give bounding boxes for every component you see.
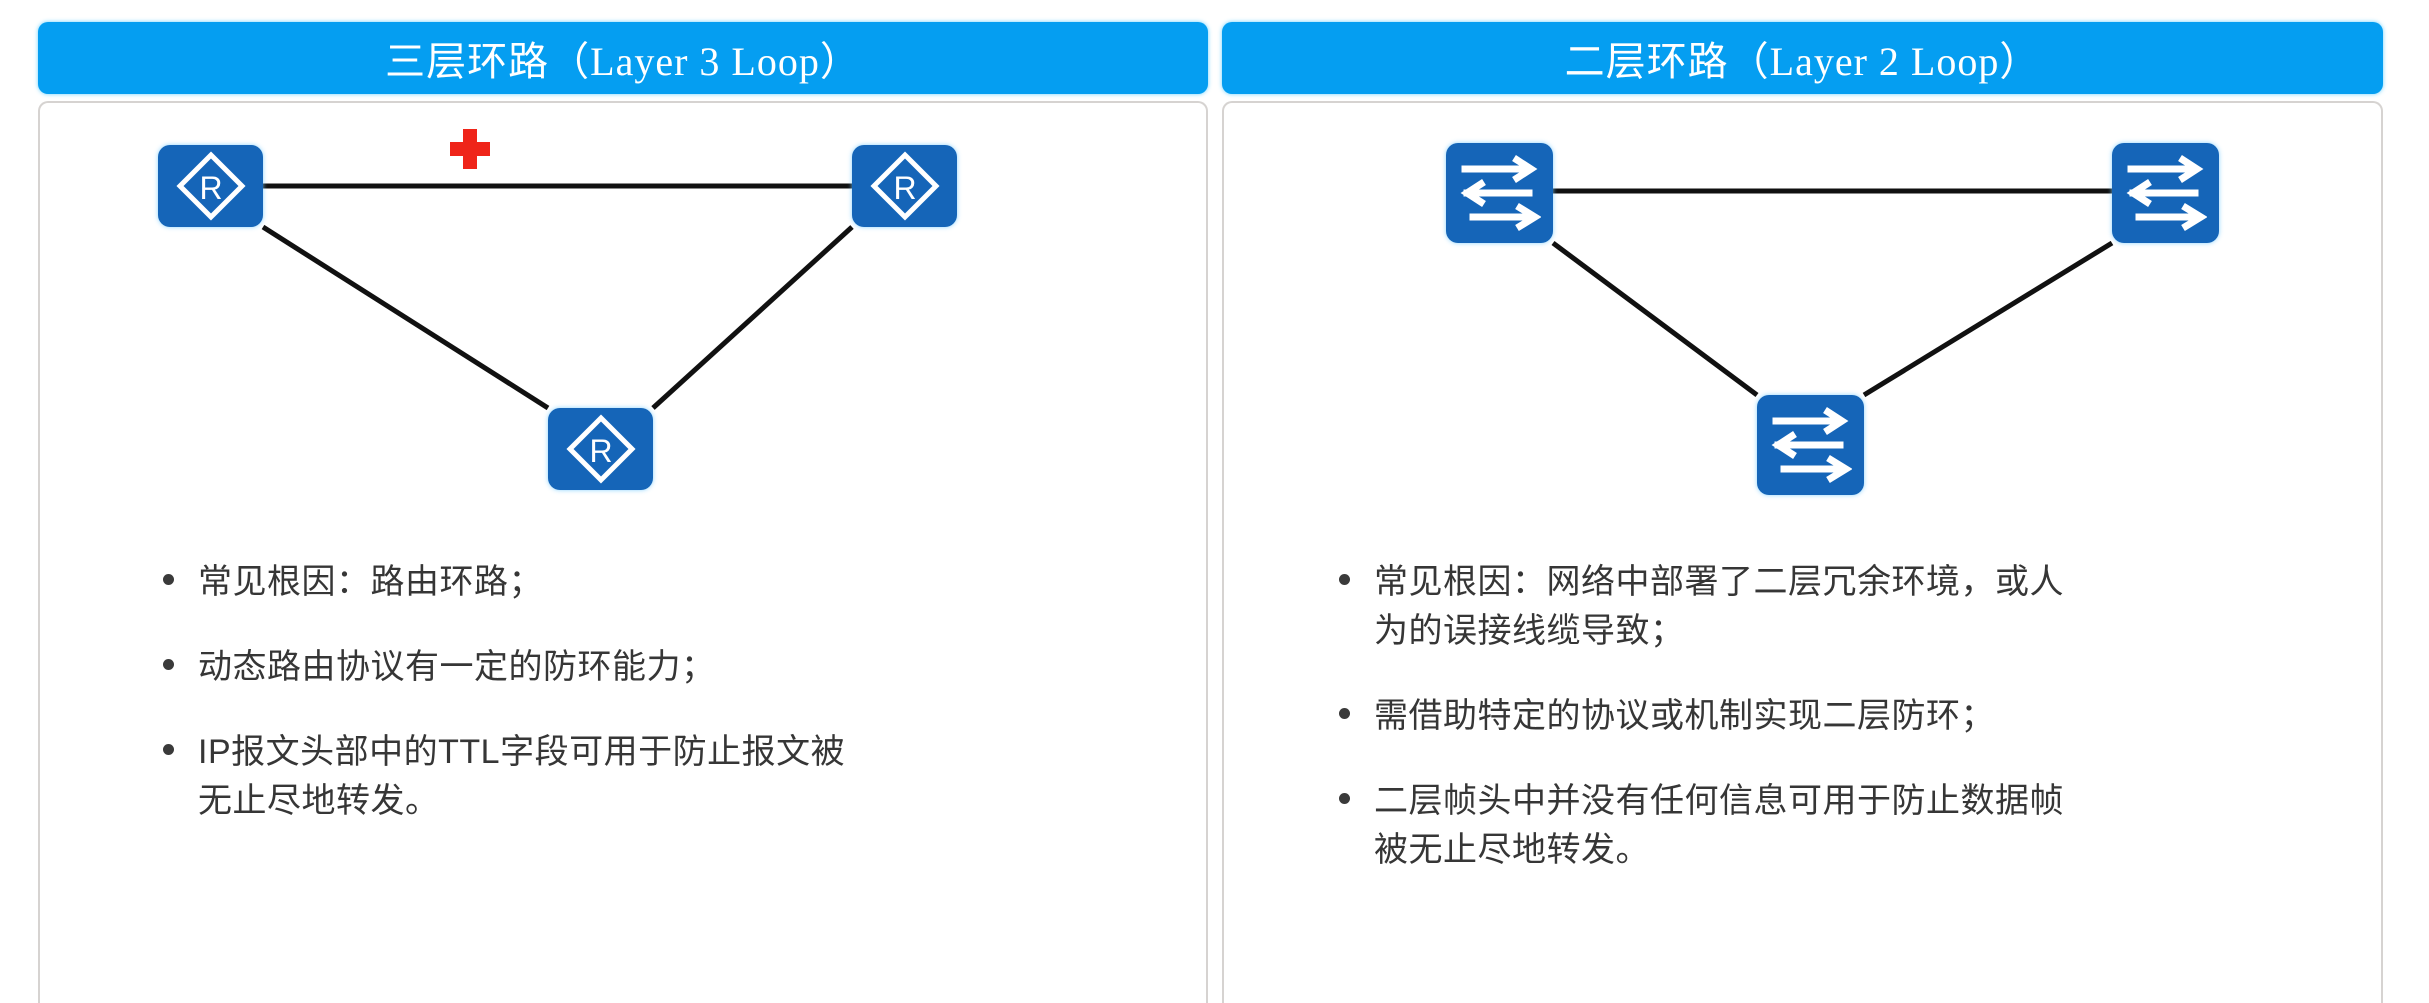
router-icon: R [565, 414, 636, 484]
bullet-marker [1314, 692, 1374, 740]
bullet-text: 二层帧头中并没有任何信息可用于防止数据帧被无止尽地转发。 [1374, 782, 2064, 869]
bullet-marker [138, 643, 198, 691]
router-top-right[interactable]: R [852, 145, 957, 227]
layer3-bullet-list: 常见根因：路由环路； 动态路由协议有一定的防环能力； IP报文头部中的TTL字段… [40, 558, 1206, 862]
list-item: 常见根因：路由环路； [138, 558, 1144, 607]
panel-layer2: 二层环路（Layer 2 Loop） [1222, 22, 2383, 1003]
bullet-text: 需借助特定的协议或机制实现二层防环； [1374, 697, 1995, 735]
router-icon: R [869, 151, 940, 221]
list-item: IP报文头部中的TTL字段可用于防止报文被无止尽地转发。 [138, 728, 1144, 826]
bullet-marker [1314, 558, 1374, 606]
layer3-topology-diagram: R R R [40, 103, 1206, 563]
bullet-marker [138, 558, 198, 606]
switch-top-right[interactable] [2112, 143, 2219, 243]
list-item: 需借助特定的协议或机制实现二层防环； [1314, 692, 2319, 741]
panel-layer3: 三层环路（Layer 3 Loop） [38, 22, 1208, 1003]
bullet-text: 常见根因：网络中部署了二层冗余环境，或人为的误接线缆导致； [1374, 563, 2064, 650]
switch-bottom[interactable] [1757, 395, 1864, 495]
switch-icon [2126, 155, 2207, 231]
list-item: 常见根因：网络中部署了二层冗余环境，或人为的误接线缆导致； [1314, 558, 2319, 656]
router-bottom[interactable]: R [548, 408, 653, 490]
switch-icon [1771, 407, 1852, 483]
layer3-links [261, 183, 854, 411]
svg-text:R: R [589, 433, 612, 469]
layer2-topology-diagram [1224, 103, 2381, 563]
switch-top-left[interactable] [1446, 143, 1553, 243]
list-item: 动态路由协议有一定的防环能力； [138, 643, 1144, 692]
panel-layer3-body: R R R [38, 101, 1208, 1003]
bullet-text: IP报文头部中的TTL字段可用于防止报文被无止尽地转发。 [198, 733, 846, 820]
svg-text:R: R [893, 170, 916, 206]
slide-root: 三层环路（Layer 3 Loop） [38, 22, 2383, 1003]
bullet-text: 常见根因：路由环路； [198, 563, 543, 601]
bullet-marker [138, 728, 198, 776]
router-top-left[interactable]: R [158, 145, 263, 227]
layer2-bullet-list: 常见根因：网络中部署了二层冗余环境，或人为的误接线缆导致； 需借助特定的协议或机… [1224, 558, 2381, 911]
router-icon: R [175, 151, 246, 221]
panel-layer3-title: 三层环路（Layer 3 Loop） [38, 22, 1208, 94]
panel-layer2-body: 常见根因：网络中部署了二层冗余环境，或人为的误接线缆导致； 需借助特定的协议或机… [1222, 101, 2383, 1003]
panel-layer2-title: 二层环路（Layer 2 Loop） [1222, 22, 2383, 94]
list-item: 二层帧头中并没有任何信息可用于防止数据帧被无止尽地转发。 [1314, 777, 2319, 875]
red-cross-icon [448, 127, 492, 171]
svg-text:R: R [199, 170, 222, 206]
layer2-links [1551, 188, 2114, 398]
bullet-text: 动态路由协议有一定的防环能力； [198, 648, 716, 686]
bullet-marker [1314, 777, 1374, 825]
switch-icon [1460, 155, 1541, 231]
